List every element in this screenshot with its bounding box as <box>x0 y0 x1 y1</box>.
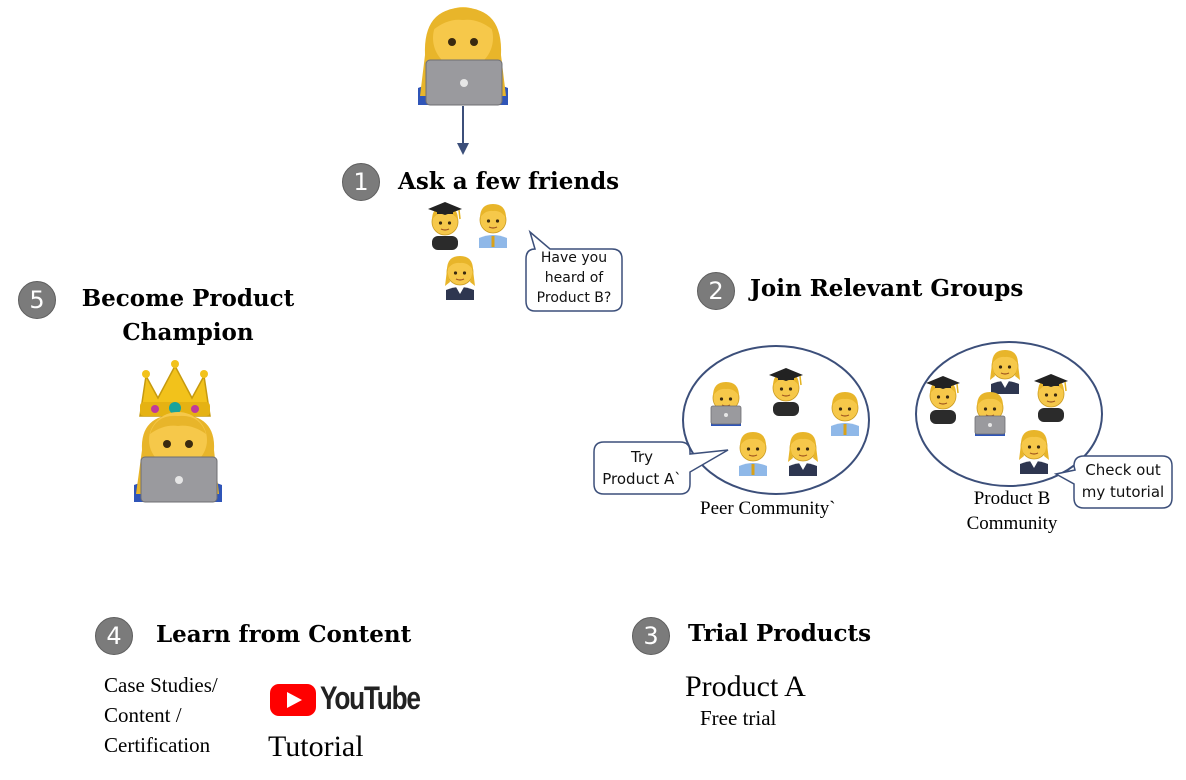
friends-bubble-line-3: Product B? <box>536 290 612 306</box>
step-4-title: Learn from Content <box>156 621 412 648</box>
step-5-title: Become Product Champion <box>70 282 306 350</box>
step-2-badge: 2 <box>697 272 735 310</box>
product-b-speech-bubble <box>1053 455 1173 509</box>
peer-community-label: Peer Community` <box>700 498 836 519</box>
product-b-bubble-line-2: my tutorial <box>1081 483 1165 501</box>
youtube-wordmark: YouTube <box>320 680 421 716</box>
friends-bubble-line-2: heard of <box>544 270 604 286</box>
step-2-title: Join Relevant Groups <box>750 275 1024 302</box>
step-3-badge: 3 <box>632 617 670 655</box>
peer-bubble-line-1: Try <box>630 448 653 466</box>
content-type-certification: Certification <box>104 733 211 757</box>
step-5-title-line-1: Become Product <box>81 285 295 312</box>
peer-bubble-line-2: Product A` <box>602 470 682 488</box>
youtube-play-icon <box>270 684 316 716</box>
trial-note: Free trial <box>700 706 777 730</box>
trial-product-name: Product A <box>685 670 806 703</box>
content-types-list: Case Studies/ Content / Certification <box>104 670 218 760</box>
friends-bubble-line-1: Have you <box>540 250 608 266</box>
product-b-community-line-1: Product B <box>973 488 1051 509</box>
friends-group <box>428 202 507 300</box>
step-3-title: Trial Products <box>688 620 872 647</box>
step-5-badge: 5 <box>18 281 56 319</box>
product-b-community-label: Product B Community <box>952 486 1072 536</box>
content-type-content: Content / <box>104 703 182 727</box>
top-technologist-icon <box>418 7 508 106</box>
step-1-title: Ask a few friends <box>398 168 620 195</box>
product-b-bubble-line-1: Check out <box>1085 461 1161 479</box>
friends-speech-bubble <box>525 229 623 312</box>
step-1-badge: 1 <box>342 163 380 201</box>
step-4-badge: 4 <box>95 617 133 655</box>
champion-crown-icon <box>139 360 211 417</box>
peer-speech-bubble <box>593 441 729 495</box>
tutorial-label: Tutorial <box>268 730 364 763</box>
champion-technologist-icon <box>134 412 222 503</box>
product-b-community-line-2: Community <box>966 513 1058 534</box>
content-type-case-studies: Case Studies/ <box>104 673 218 697</box>
product-b-bubble-text: Check out my tutorial <box>1074 459 1172 503</box>
friends-bubble-text: Have you heard of Product B? <box>526 248 622 308</box>
flow-arrow <box>457 106 469 155</box>
step-5-title-line-2: Champion <box>122 319 254 346</box>
peer-bubble-text: Try Product A` <box>594 446 690 490</box>
